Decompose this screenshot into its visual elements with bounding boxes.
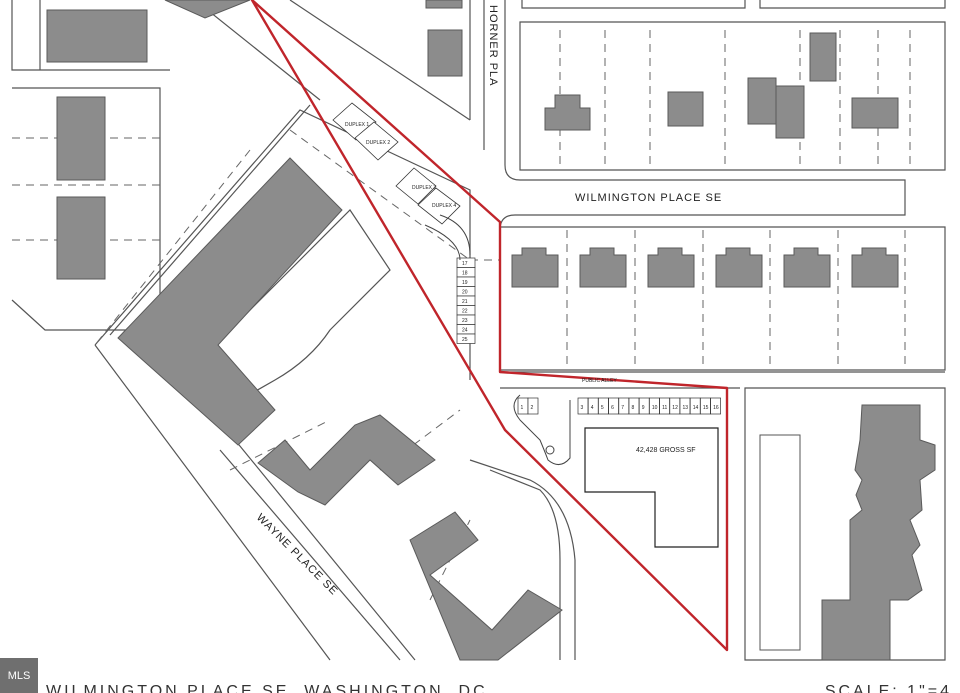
driveway-loop	[424, 214, 571, 465]
parking-stall-number: 13	[683, 405, 689, 411]
parking-stall-number: 21	[462, 299, 468, 305]
parking-stall-number: 3	[581, 405, 584, 411]
parking-stall-number: 24	[462, 328, 468, 334]
parking-stall-number: 15	[703, 405, 709, 411]
parking-stall	[527, 397, 539, 415]
parking-stall-number: 12	[672, 405, 678, 411]
gross-sf-label: 42,428 GROSS SF	[636, 447, 696, 454]
house-2	[579, 247, 627, 288]
parking-stall-number: 4	[591, 405, 594, 411]
house-6	[851, 247, 899, 288]
duplex-1-label: DUPLEX 1	[345, 122, 369, 128]
parking-stall-number: 2	[531, 405, 534, 411]
parking-stall-number: 19	[462, 280, 468, 286]
parking-stall-number: 8	[632, 405, 635, 411]
duplex-4-label: DUPLEX 4	[432, 203, 456, 209]
parking-stall-number: 6	[611, 405, 614, 411]
house-5	[783, 247, 831, 288]
property-boundary	[250, 0, 729, 652]
parking-stall-number: 16	[713, 405, 719, 411]
footer-scale: SCALE: 1"=4	[824, 684, 952, 693]
duplex-3-label: DUPLEX 3	[412, 185, 436, 191]
house-3	[647, 247, 695, 288]
parking-stall-number: 23	[462, 318, 468, 324]
parking-stall-number: 1	[521, 405, 524, 411]
duplex-units: DUPLEX 1 DUPLEX 2 DUPLEX 3 DUPLEX 4	[332, 102, 461, 225]
house-4	[715, 247, 763, 288]
parking-stall	[710, 397, 721, 415]
street-label-horner: HORNER PLA	[487, 5, 499, 87]
house-row	[511, 247, 899, 288]
street-label-wilmington: WILMINGTON PLACE SE	[575, 192, 722, 204]
parking-stall-number: 20	[462, 290, 468, 296]
parking-stall-number: 9	[642, 405, 645, 411]
parking-stall-number: 25	[462, 337, 468, 343]
parking-stall-number: 7	[621, 405, 624, 411]
parking-stall-number: 10	[652, 405, 658, 411]
proposed-building: 42,428 GROSS SF	[584, 427, 719, 548]
buildings	[46, 0, 936, 661]
parking-stall-number: 5	[601, 405, 604, 411]
parking-stall	[456, 333, 476, 344]
parking-stall-number: 18	[462, 271, 468, 277]
parking-stall-number: 22	[462, 309, 468, 315]
footer-caption: WILMINGTON PLACE SE, WASHINGTON, DC	[46, 684, 488, 693]
house-1	[511, 247, 559, 288]
mls-badge: MLS	[0, 658, 38, 693]
parking-stall-number: 14	[693, 405, 699, 411]
duplex-2-label: DUPLEX 2	[366, 140, 390, 146]
parking-stall-number: 11	[662, 405, 667, 411]
street-label-public-alley: PUBLIC ALLEY	[582, 378, 617, 384]
parking-column: 17 18 19 20 21 22 23 24 25	[456, 257, 476, 344]
street-label-wayne: WAYNE PLACE SE	[254, 512, 340, 598]
parking-stall-number: 17	[462, 261, 468, 267]
